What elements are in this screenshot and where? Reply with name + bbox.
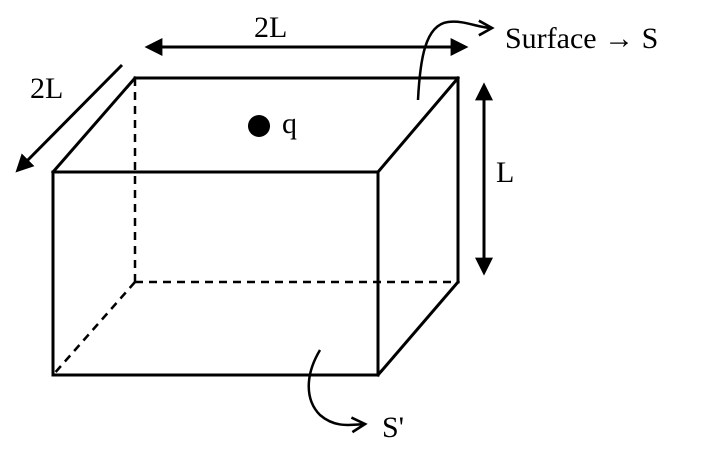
cuboid-edges	[50, 75, 461, 378]
width-label: 2L	[254, 11, 287, 44]
height-label: L	[496, 156, 514, 189]
surface-label: Surface → S	[505, 22, 658, 55]
bottom-surface-label: S'	[382, 411, 404, 444]
height-dimension: L	[475, 82, 514, 276]
depth-label: 2L	[30, 72, 63, 105]
surface-s-prime-pointer: S'	[307, 349, 404, 444]
width-dimension: 2L	[144, 11, 469, 56]
hidden-edges	[52, 78, 458, 376]
charge-label: q	[282, 107, 297, 140]
point-charge: q	[248, 107, 297, 140]
depth-dimension: 2L	[15, 63, 124, 173]
charge-dot	[248, 115, 270, 137]
surface-s-pointer: Surface → S	[416, 19, 658, 101]
